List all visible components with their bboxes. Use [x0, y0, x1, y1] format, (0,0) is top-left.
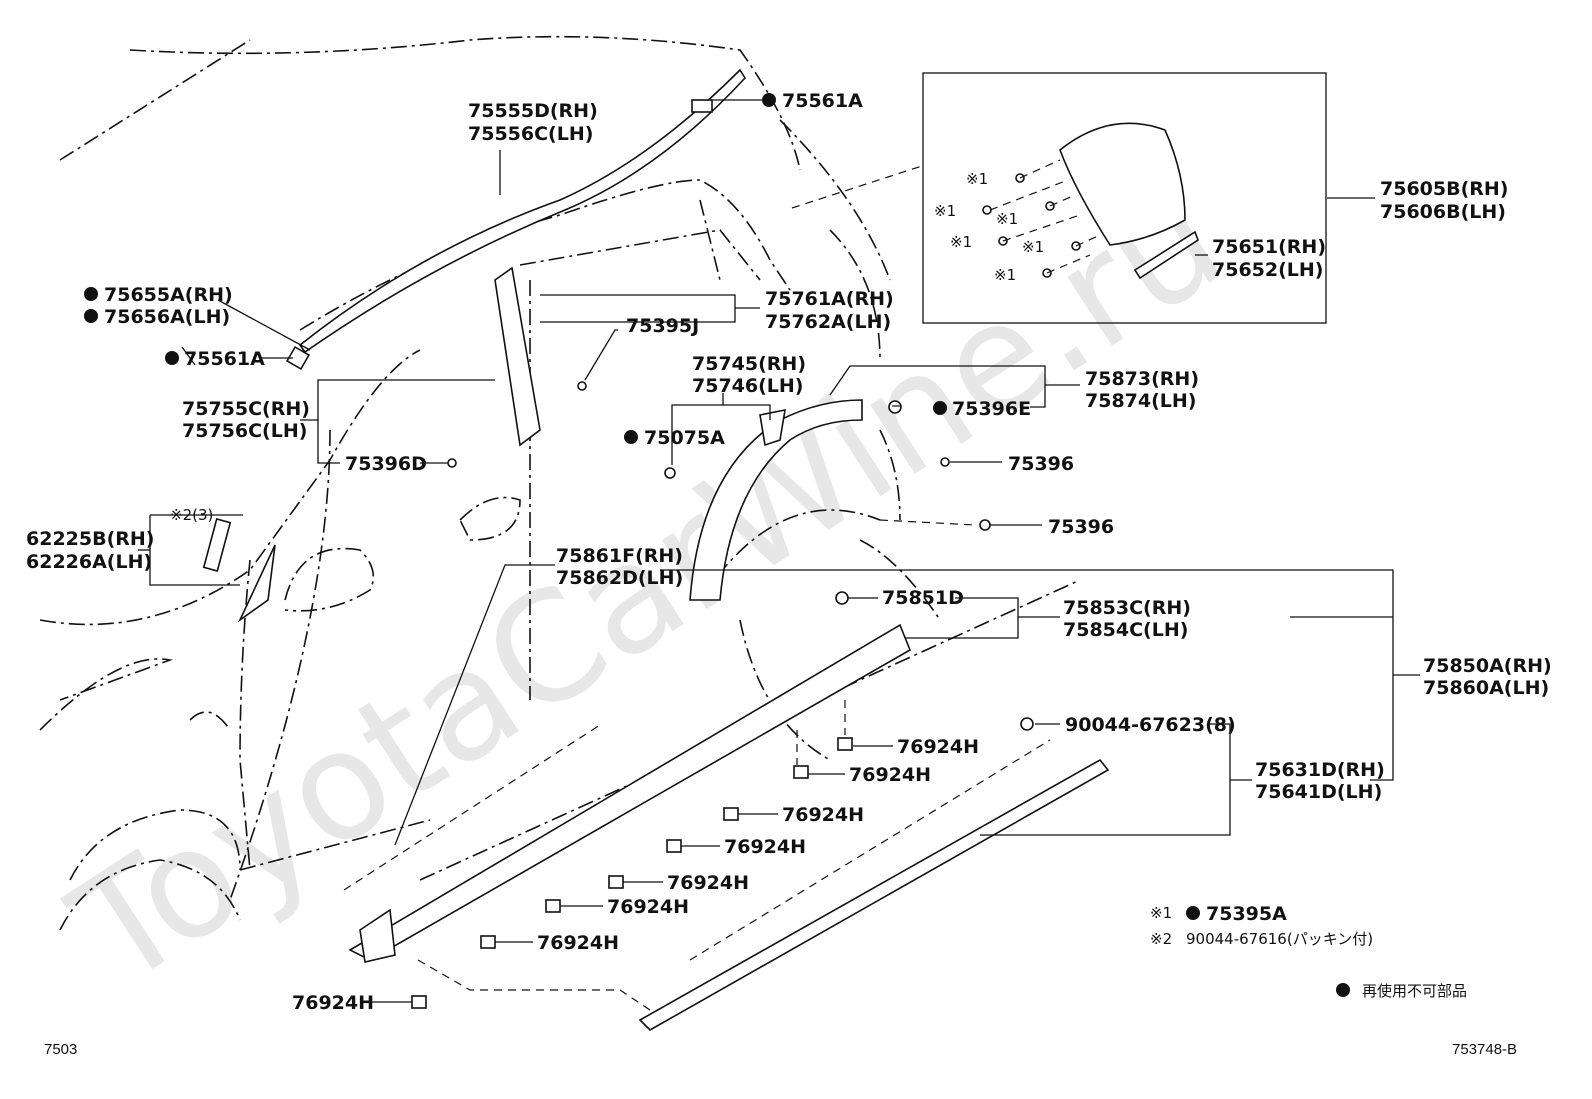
label-90044-67623: 90044-67623(8): [1065, 714, 1236, 736]
label-75606: 75606B(LH): [1380, 201, 1506, 223]
reuse-dot-75655: [84, 287, 98, 301]
label-75860: 75860A(LH): [1423, 677, 1549, 699]
label-75853: 75853C(RH): [1063, 597, 1191, 619]
label-75555: 75555D(RH): [468, 100, 598, 122]
label-75756: 75756C(LH): [182, 420, 307, 442]
legend-dot: [1336, 983, 1350, 997]
leader-lines: [138, 99, 1420, 1003]
clip-90044: [1020, 717, 1034, 731]
label-75396e: 75396E: [952, 398, 1031, 420]
inset-mark-1: ※1: [966, 170, 988, 188]
window-molding: [1133, 230, 1199, 280]
label-75656: 75656A(LH): [104, 306, 230, 328]
packing-62225: [202, 518, 232, 572]
legend-text: 再使用不可部品: [1362, 982, 1467, 1000]
mirror-body: [284, 547, 375, 612]
label-75655: 75655A(RH): [104, 284, 233, 306]
dash-lines: [343, 164, 1051, 1011]
label-75851: 75851D: [882, 587, 964, 609]
clip-75396-a: [940, 457, 950, 467]
label-75395j: 75395J: [626, 315, 699, 337]
label-75561a-top: 75561A: [782, 90, 863, 112]
clip-75396e: [888, 400, 902, 414]
label-75396-b: 75396: [1048, 516, 1114, 538]
roof-molding: [298, 68, 747, 354]
rocker-panel-end: [359, 908, 396, 963]
footer-page-code: 7503: [44, 1041, 77, 1058]
label-75755: 75755C(RH): [182, 398, 310, 420]
reuse-dot-75656: [84, 309, 98, 323]
label-76924h-2: 76924H: [849, 764, 931, 786]
clip-75395j: [577, 381, 587, 391]
quarter-window-glass: [1059, 122, 1186, 246]
inset-clips: [982, 159, 1101, 278]
label-75652: 75652(LH): [1212, 259, 1323, 281]
rocker-clips: [411, 737, 853, 1009]
label-75745: 75745(RH): [692, 353, 806, 375]
clip-75561a-left: [285, 345, 311, 371]
rocker-panel: [348, 623, 912, 961]
note1-text: 75395A: [1206, 903, 1287, 925]
label-75561a-left: 75561A: [184, 348, 265, 370]
pillar-garnish: [494, 266, 541, 447]
note2-text: 90044-67616(パッキン付): [1186, 930, 1373, 948]
footer-diagram-id: 753748-B: [1452, 1041, 1517, 1058]
clip-75561a-top: [691, 99, 713, 113]
label-75761: 75761A(RH): [765, 288, 894, 310]
label-76924h-6: 76924H: [607, 896, 689, 918]
label-75631: 75631D(RH): [1255, 759, 1385, 781]
clip-75075a: [664, 467, 676, 479]
label-75605: 75605B(RH): [1380, 178, 1508, 200]
inset-mark-6: ※1: [994, 266, 1016, 284]
label-76924h-8: 76924H: [292, 992, 374, 1014]
clip-75851d: [835, 591, 849, 605]
clip-75396-b: [979, 519, 991, 531]
label-76924h-7: 76924H: [537, 932, 619, 954]
reuse-dot-note1: [1186, 906, 1200, 920]
label-75873: 75873(RH): [1085, 368, 1199, 390]
inset-mark-2: ※1: [934, 202, 956, 220]
note1-mark: ※1: [1150, 904, 1172, 922]
fender-extension: [759, 408, 786, 447]
clip-75396d: [447, 458, 457, 468]
label-75641: 75641D(LH): [1255, 781, 1382, 803]
label-75075a: 75075A: [644, 427, 725, 449]
label-75746: 75746(LH): [692, 375, 803, 397]
label-76924h-1: 76924H: [897, 736, 979, 758]
label-75396d: 75396D: [345, 453, 427, 475]
inset-mark-5: ※1: [1022, 238, 1044, 256]
label-76924h-5: 76924H: [667, 872, 749, 894]
inset-mark-3: ※1: [996, 210, 1018, 228]
label-75556: 75556C(LH): [468, 123, 593, 145]
reuse-dot-75561a-left: [165, 351, 179, 365]
label-75762: 75762A(LH): [765, 311, 891, 333]
label-75651: 75651(RH): [1212, 236, 1326, 258]
label-62225: 62225B(RH): [26, 528, 154, 550]
label-75396-a: 75396: [1008, 453, 1074, 475]
label-76924h-4: 76924H: [724, 836, 806, 858]
label-75854: 75854C(LH): [1063, 619, 1188, 641]
label-62226: 62226A(LH): [26, 551, 152, 573]
inset-mark-4: ※1: [950, 233, 972, 251]
label-62225-note: ※2(3): [170, 506, 213, 524]
label-75862: 75862D(LH): [556, 567, 683, 589]
side-protector-molding: [638, 758, 1110, 1031]
reuse-dot-75561a-top: [762, 93, 776, 107]
mirror-base: [237, 544, 276, 623]
note2-mark: ※2: [1150, 930, 1172, 948]
label-75850: 75850A(RH): [1423, 655, 1552, 677]
inset-box: [922, 72, 1327, 324]
reuse-dot-75075a: [624, 430, 638, 444]
reuse-dot-75396e: [933, 401, 947, 415]
label-76924h-3: 76924H: [782, 804, 864, 826]
label-75874: 75874(LH): [1085, 390, 1196, 412]
label-75861: 75861F(RH): [556, 545, 683, 567]
